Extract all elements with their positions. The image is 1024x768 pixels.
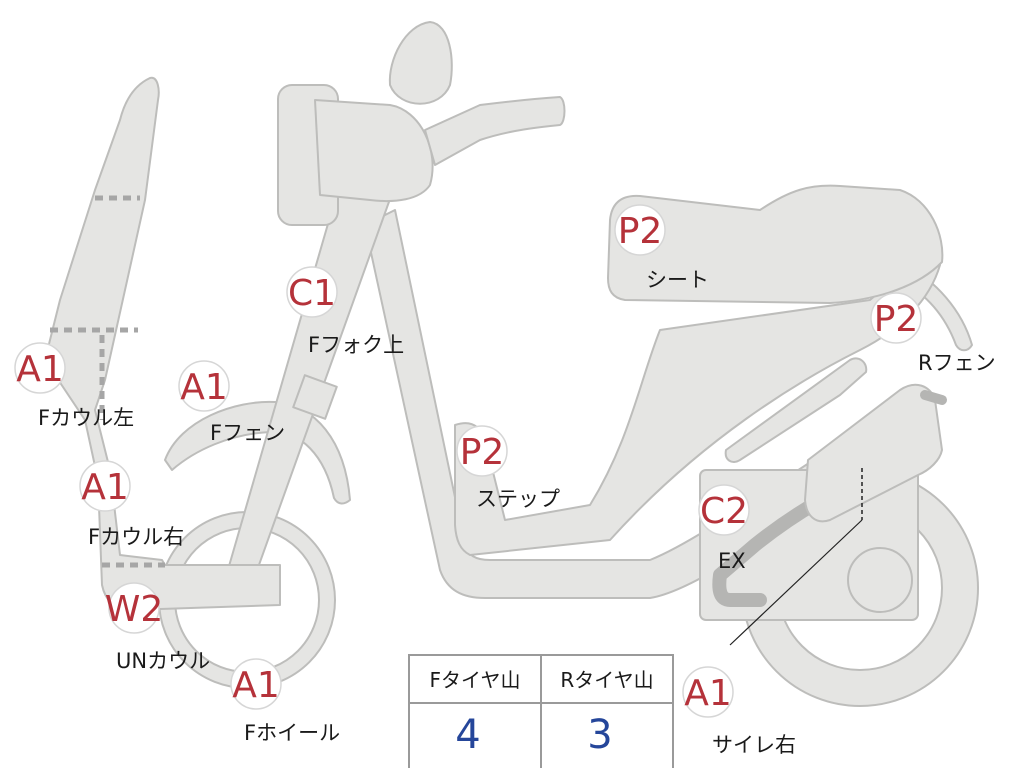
tire-table: Fタイヤ山 Rタイヤ山 4 3 xyxy=(408,654,674,768)
marker-badge xyxy=(230,658,282,710)
marker-badge xyxy=(698,484,750,536)
part-label: UNカウル xyxy=(116,649,210,673)
part-label: Fフォク上 xyxy=(308,333,404,357)
tire-header-front: Fタイヤ山 xyxy=(430,668,521,692)
marker-badge xyxy=(870,292,922,344)
tire-value-rear: 3 xyxy=(587,712,612,758)
part-label: Fカウル右 xyxy=(88,525,184,549)
part-label: EX xyxy=(718,549,746,573)
part-label: Fホイール xyxy=(244,721,340,745)
muffler xyxy=(804,383,947,523)
damage-code: W2 xyxy=(105,589,164,630)
part-label: ステップ xyxy=(476,487,560,511)
damage-code: P2 xyxy=(460,432,505,473)
damage-code: C2 xyxy=(700,491,748,532)
marker-badge xyxy=(286,266,338,318)
fork-band xyxy=(292,374,338,420)
marker-badge xyxy=(178,360,230,412)
tire-value-front: 4 xyxy=(455,712,480,758)
part-label: Fカウル左 xyxy=(38,406,134,430)
handlebar-grip xyxy=(424,96,566,166)
scooter-silhouette xyxy=(44,21,979,707)
leader-line-diagonal xyxy=(729,519,863,646)
marker-badge xyxy=(614,204,666,256)
damage-code: P2 xyxy=(618,211,663,252)
marker-muffler-right: A1 サイレ右 xyxy=(682,666,796,757)
part-label: Fフェン xyxy=(210,421,285,445)
damage-markers: A1Fカウル左A1Fカウル右W2UNカウルA1FフェンC1Fフォク上A1Fホイー… xyxy=(14,204,996,757)
seat-shape xyxy=(607,184,944,304)
mirror xyxy=(388,21,453,105)
marker-step: P2 ステップ xyxy=(456,425,560,511)
marker-badge xyxy=(682,666,734,718)
part-label: Rフェン xyxy=(918,351,996,375)
tire-header-rear: Rタイヤ山 xyxy=(560,668,653,692)
damage-code: A1 xyxy=(180,367,228,408)
marker-seat: P2 シート xyxy=(614,204,709,292)
rear-frame-rail xyxy=(724,357,868,463)
marker-badge xyxy=(108,582,160,634)
rear-hub xyxy=(847,547,913,613)
damage-code: P2 xyxy=(874,299,919,340)
damage-code: C1 xyxy=(288,273,336,314)
handlebar-housing xyxy=(314,99,434,203)
damage-code: A1 xyxy=(16,349,64,390)
marker-badge xyxy=(14,342,66,394)
part-label: シート xyxy=(646,268,709,292)
damage-code: A1 xyxy=(81,467,129,508)
marker-badge xyxy=(456,425,508,477)
marker-badge xyxy=(79,460,131,512)
damage-code: A1 xyxy=(684,673,732,714)
part-label: サイレ右 xyxy=(712,733,796,757)
damage-code: A1 xyxy=(232,665,280,706)
